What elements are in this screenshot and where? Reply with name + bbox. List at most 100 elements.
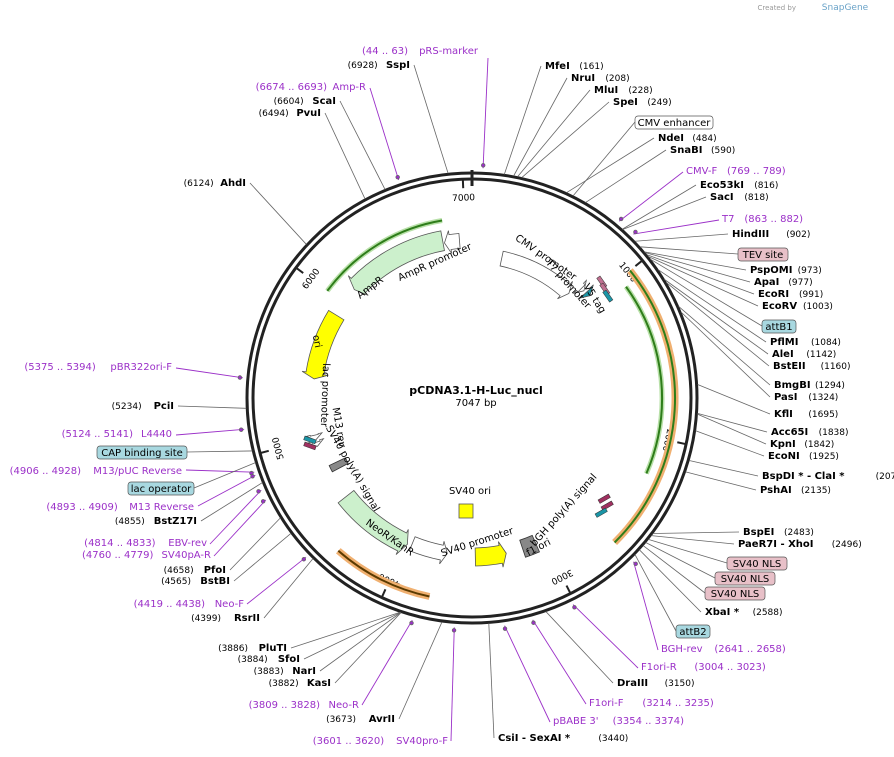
- site-leader: [644, 252, 751, 283]
- feature-box: attB1: [761, 319, 797, 334]
- site-position: (5234): [112, 402, 142, 412]
- primer-mark: [237, 375, 243, 380]
- box-leader: [639, 246, 739, 255]
- enzyme-site: BstZ17I(4855): [115, 516, 197, 527]
- site-leader: [622, 196, 707, 230]
- enzyme-site: SacI(818): [710, 192, 769, 203]
- site-leader: [585, 149, 667, 203]
- primer-leader: [209, 489, 262, 545]
- primer: BGH-rev(2641 .. 2658): [661, 644, 786, 655]
- bgh-poly-a-signal-feature: [519, 534, 540, 558]
- primer-range: (4760 .. 4779): [82, 550, 154, 561]
- box-leader: [642, 545, 706, 594]
- site-position: (3886): [218, 644, 248, 654]
- ampr-promoter-feature: [444, 230, 461, 254]
- primer-name: M13/pUC Reverse: [93, 466, 182, 477]
- primer-mark: [260, 499, 266, 504]
- site-position: (2483): [784, 528, 814, 538]
- primer-leader: [246, 556, 307, 605]
- site-name: AhdI: [220, 178, 246, 189]
- site-name: PshAI: [760, 485, 792, 496]
- site-name: KflI: [774, 409, 793, 420]
- site-leader: [339, 100, 386, 190]
- site-name: PspOMI: [750, 265, 792, 276]
- primer-range: (4906 .. 4928): [10, 466, 82, 477]
- primer: EBV-rev(4814 .. 4833): [84, 538, 207, 549]
- f1-ori-feature: [474, 541, 507, 568]
- site-leader: [697, 413, 767, 445]
- site-leader: [398, 621, 443, 720]
- box-label: lac operator: [131, 484, 192, 495]
- site-leader: [657, 269, 767, 343]
- enzyme-site: SpeI(249): [613, 97, 672, 108]
- tick-mark: [634, 259, 644, 267]
- site-leader: [652, 531, 740, 534]
- primer-range: (769 .. 789): [727, 166, 786, 177]
- site-position: (3883): [254, 667, 284, 677]
- primer-mark: [481, 163, 486, 168]
- site-position: (2135): [801, 486, 831, 496]
- site-leader: [488, 623, 495, 739]
- primer: CMV-F(769 .. 789): [686, 166, 786, 177]
- enzyme-site: HindIII(902): [732, 229, 810, 240]
- primer-name: pBR322ori-F: [110, 362, 172, 373]
- site-name: EcoRI: [758, 289, 789, 300]
- site-position: (3150): [665, 679, 695, 689]
- ampr-orf: [326, 219, 443, 292]
- enzyme-site: BmgBI(1294): [774, 380, 845, 391]
- site-leader: [290, 611, 401, 649]
- primer-range: (5124 .. 5141): [62, 429, 134, 440]
- site-position: (4399): [191, 614, 221, 624]
- feature-box: lac operator: [127, 481, 195, 496]
- site-leader: [685, 471, 757, 491]
- site-name: BstEII: [773, 361, 806, 372]
- site-name: PflMI: [770, 337, 798, 348]
- primer-mark: [572, 605, 577, 610]
- primer-name: Neo-F: [215, 599, 245, 610]
- primer-name: Amp-R: [333, 82, 367, 93]
- tick-label: 5000: [271, 436, 287, 461]
- site-leader: [566, 137, 655, 194]
- site-name: EcoNI: [768, 451, 800, 462]
- primer: L4440(5124 .. 5141): [62, 429, 172, 440]
- box-label: SV40 NLS: [711, 589, 760, 600]
- tick-mark: [295, 266, 304, 274]
- enzyme-site: BspEI(2483): [743, 527, 814, 538]
- box-leader: [648, 539, 728, 564]
- primer-leader: [185, 469, 255, 473]
- site-position: (816): [754, 181, 778, 191]
- site-leader: [319, 612, 402, 672]
- ampr-feature: [347, 230, 445, 296]
- primer-mark: [633, 229, 638, 235]
- primer: pBABE 3'(3354 .. 3374): [553, 716, 684, 727]
- primer: F1ori-R(3004 .. 3023): [641, 662, 766, 673]
- luc-orf: [613, 269, 677, 544]
- site-name: PaeR7I - XhoI: [738, 539, 814, 550]
- primer-leader: [361, 619, 413, 706]
- tick-label: 3000: [549, 567, 574, 586]
- primer-name: T7: [721, 214, 734, 225]
- tag-marker: [303, 435, 317, 445]
- site-position: (1160): [821, 362, 851, 372]
- feature-label: ori: [310, 334, 323, 349]
- site-position: (4565): [161, 577, 191, 587]
- primer: Neo-F(4419 .. 4438): [134, 599, 245, 610]
- site-leader: [697, 412, 768, 433]
- tag-marker: [602, 289, 614, 303]
- site-leader: [177, 405, 247, 409]
- site-leader: [303, 612, 401, 660]
- site-leader: [678, 306, 771, 386]
- primer-range: (4814 .. 4833): [84, 538, 156, 549]
- feature-box: CAP binding site: [96, 445, 188, 460]
- primer-mark: [502, 626, 508, 631]
- site-name: Eco53kI: [700, 180, 744, 191]
- site-name: BstZ17I: [154, 516, 197, 527]
- site-leader: [665, 282, 770, 367]
- primer-name: SV40pA-R: [162, 550, 211, 561]
- enzyme-site: AhdI(6124): [184, 178, 246, 189]
- primer-range: (4893 .. 4909): [46, 502, 118, 513]
- site-position: (484): [692, 134, 716, 144]
- site-name: SfoI: [278, 654, 300, 665]
- site-leader: [324, 112, 366, 200]
- primer-range: (3214 .. 3235): [642, 698, 714, 709]
